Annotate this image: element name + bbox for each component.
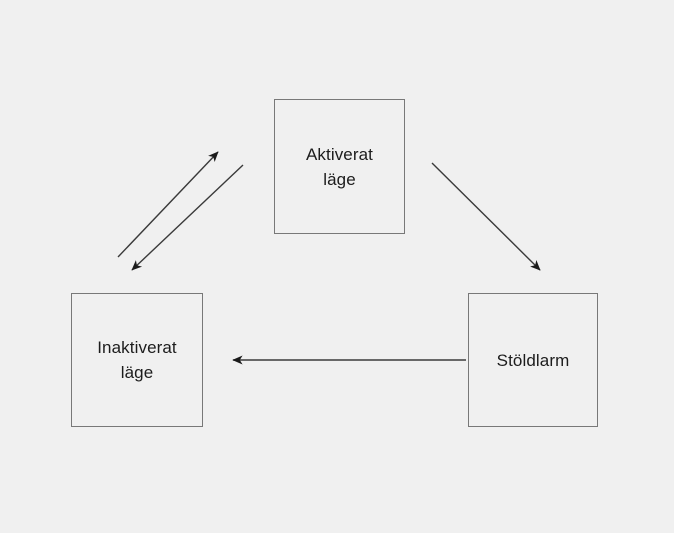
arrow-activated-to-theft-alarm xyxy=(431,162,541,271)
state-node-theft-alarm: Stöldlarm xyxy=(468,293,598,427)
state-node-deactivated: Inaktiverat läge xyxy=(71,293,203,427)
arrow-deactivated-to-activated xyxy=(117,151,219,258)
state-node-theft-alarm-label: Stöldlarm xyxy=(496,350,570,370)
state-node-activated: Aktiverat läge xyxy=(274,99,405,234)
arrow-activated-to-deactivated xyxy=(131,164,244,271)
state-node-activated-label: Aktiverat läge xyxy=(305,144,374,189)
state-node-deactivated-label: Inaktiverat läge xyxy=(97,338,177,382)
